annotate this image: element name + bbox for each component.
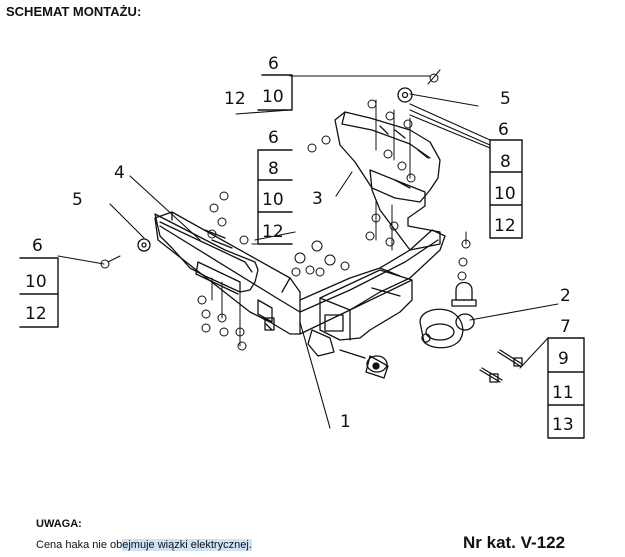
callout-boxes: [20, 75, 584, 438]
callout-left-6: 6: [32, 236, 43, 256]
tow-ball-part-2: [420, 309, 474, 348]
callout-part-3: 3: [312, 189, 323, 209]
callout-center-size-8: 8: [268, 159, 279, 179]
callout-part-7-size-13: 13: [552, 415, 574, 435]
note-text-highlight: ejmuje wiązki elektrycznej.: [122, 539, 252, 551]
crossbar-part-1: [155, 212, 445, 334]
callout-part-7-size-11: 11: [552, 383, 574, 403]
callout-part-7-size-9: 9: [558, 349, 569, 369]
callout-left-size-10: 10: [25, 272, 47, 292]
page-title: SCHEMAT MONTAŻU:: [6, 4, 142, 19]
hardware-nuts-bolts: [101, 70, 470, 350]
callout-center-6: 6: [268, 128, 279, 148]
callout-right-size-12: 12: [494, 216, 516, 236]
left-bracket-part-4: [155, 214, 258, 294]
note-title: UWAGA:: [36, 518, 82, 530]
note-text: Cena haka nie obejmuje wiązki elektryczn…: [36, 539, 252, 551]
callout-top-size-12: 12: [224, 89, 246, 109]
washer-left-5: [138, 239, 150, 251]
ball-cap: [452, 283, 476, 307]
socket-connector: [340, 350, 388, 378]
ball-mount: [308, 268, 412, 356]
callout-top-size-10: 10: [262, 87, 284, 107]
note-text-start: Cena haka nie ob: [36, 539, 123, 551]
callout-part-7: 7: [560, 317, 571, 337]
callout-right-5: 5: [500, 89, 511, 109]
callout-part-4: 4: [114, 163, 125, 183]
washer-right-5: [398, 88, 412, 102]
catalog-number: Nr kat. V-122: [463, 533, 566, 552]
callout-right-size-8: 8: [500, 152, 511, 172]
callout-left-size-12: 12: [25, 304, 47, 324]
callout-part-1: 1: [340, 412, 351, 432]
leader-lines: [58, 76, 558, 428]
callout-right-6: 6: [498, 120, 509, 140]
callout-left-5: 5: [72, 190, 83, 210]
callout-part-2: 2: [560, 286, 571, 306]
callout-center-size-12: 12: [262, 222, 284, 242]
callout-top-6: 6: [268, 54, 279, 74]
callout-right-size-10: 10: [494, 184, 516, 204]
right-bracket-part-3: [335, 112, 440, 250]
callout-center-size-10: 10: [262, 190, 284, 210]
bolts-part-7: [480, 350, 522, 382]
